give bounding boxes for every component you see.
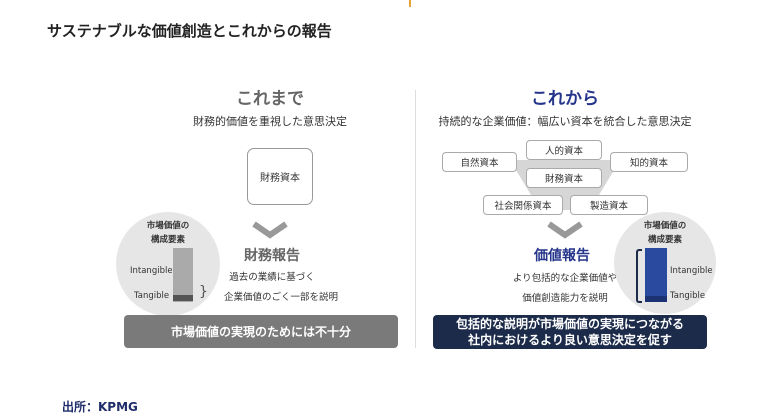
column-divider [415, 90, 416, 348]
capital-intellectual: 知的資本 [610, 152, 688, 172]
left-report-title: 財務報告 [244, 248, 300, 264]
bracket-icon: } [199, 284, 208, 300]
left-heading: これまで [236, 89, 304, 109]
right-report-desc-1: より包括的な企業価値や [512, 273, 618, 284]
capital-social: 社会関係資本 [483, 195, 563, 215]
circle-title: 市場価値の構成要素 [146, 221, 190, 245]
intangible-bar [173, 248, 193, 302]
financial-capital-box: 財務資本 [247, 148, 313, 205]
chevron-down-icon [252, 221, 288, 239]
page-title: サステナブルな価値創造とこれからの報告 [47, 22, 332, 40]
top-accent-mark [409, 0, 411, 7]
left-subtitle: 財務的価値を重視した意思決定 [193, 115, 347, 128]
tangible-bar [645, 296, 667, 302]
right-subtitle: 持続的な企業価値：幅広い資本を統合した意思決定 [438, 115, 692, 128]
capital-label: 財務資本 [260, 173, 300, 184]
market-value-circle [116, 212, 220, 316]
left-report-desc-2: 企業価値のごく一部を説明 [223, 292, 339, 303]
right-conclusion-bar: 包括的な説明が市場価値の実現につながる社内におけるより良い意思決定を促す [433, 315, 707, 349]
left-conclusion-bar: 市場価値の実現のためには不十分 [124, 315, 398, 348]
right-heading: これから [531, 89, 599, 109]
left-report-desc-1: 過去の業績に基づく [229, 272, 315, 283]
intangible-label: Intangible [670, 266, 713, 276]
capital-natural: 自然資本 [442, 152, 517, 172]
intangible-label: Intangible [130, 266, 173, 276]
chevron-down-icon [547, 221, 583, 239]
tangible-bar [173, 295, 193, 301]
bracket-icon [636, 249, 642, 303]
capital-financial: 財務資本 [526, 168, 602, 188]
tangible-label: Tangible [670, 291, 706, 301]
source-note: 出所：KPMG [62, 400, 138, 414]
capital-human: 人的資本 [526, 140, 602, 160]
intangible-bar [645, 248, 667, 302]
tangible-label: Tangible [134, 291, 170, 301]
circle-title: 市場価値の構成要素 [643, 221, 687, 245]
right-report-desc-2: 価値創造能力を説明 [522, 293, 608, 304]
right-report-title: 価値報告 [534, 248, 590, 264]
capital-manufactured: 製造資本 [570, 195, 648, 215]
